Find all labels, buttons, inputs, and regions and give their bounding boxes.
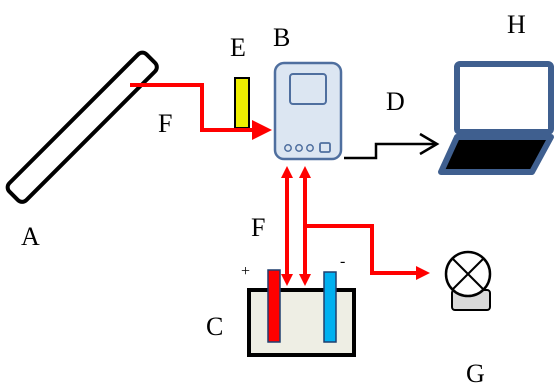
battery	[247, 269, 356, 357]
wire-to-lamp	[305, 224, 420, 275]
laptop-keyboard	[438, 134, 554, 175]
electrode-negative	[323, 271, 337, 343]
data-line-arrowhead	[419, 132, 440, 156]
electrode-positive	[267, 269, 281, 343]
laptop	[438, 61, 554, 175]
label-h: H	[507, 10, 526, 39]
label-a: A	[21, 222, 40, 251]
label-g: G	[466, 359, 485, 387]
battery-tank	[247, 288, 356, 357]
controller-button-1	[284, 144, 292, 152]
controller-display	[289, 73, 327, 105]
lamp-cross-2	[451, 257, 485, 291]
label-d: D	[386, 87, 405, 116]
wire-arrowhead-down-right	[299, 274, 311, 286]
wire-arrowhead-up	[281, 166, 293, 178]
wire-arrowhead-up-right	[299, 166, 311, 178]
sensor-e	[234, 77, 250, 129]
controller-button-2	[295, 144, 303, 152]
wire-to-lamp-arrowhead	[416, 266, 430, 280]
data-line	[344, 142, 436, 160]
lamp	[444, 250, 492, 311]
label-c: C	[206, 312, 223, 341]
solar-panel	[5, 50, 159, 204]
laptop-screen	[454, 61, 554, 135]
battery-negative-sign: -	[340, 253, 345, 270]
label-f-top: F	[158, 109, 172, 138]
battery-positive-sign: +	[241, 263, 250, 280]
label-f-bottom: F	[251, 213, 265, 242]
wire-panel-to-controller	[130, 83, 272, 140]
charge-controller	[273, 61, 343, 161]
label-e: E	[230, 33, 246, 62]
label-b: B	[273, 23, 290, 52]
controller-port	[319, 142, 331, 153]
controller-button-3	[306, 144, 314, 152]
wire-arrowhead-down-left	[281, 274, 293, 286]
